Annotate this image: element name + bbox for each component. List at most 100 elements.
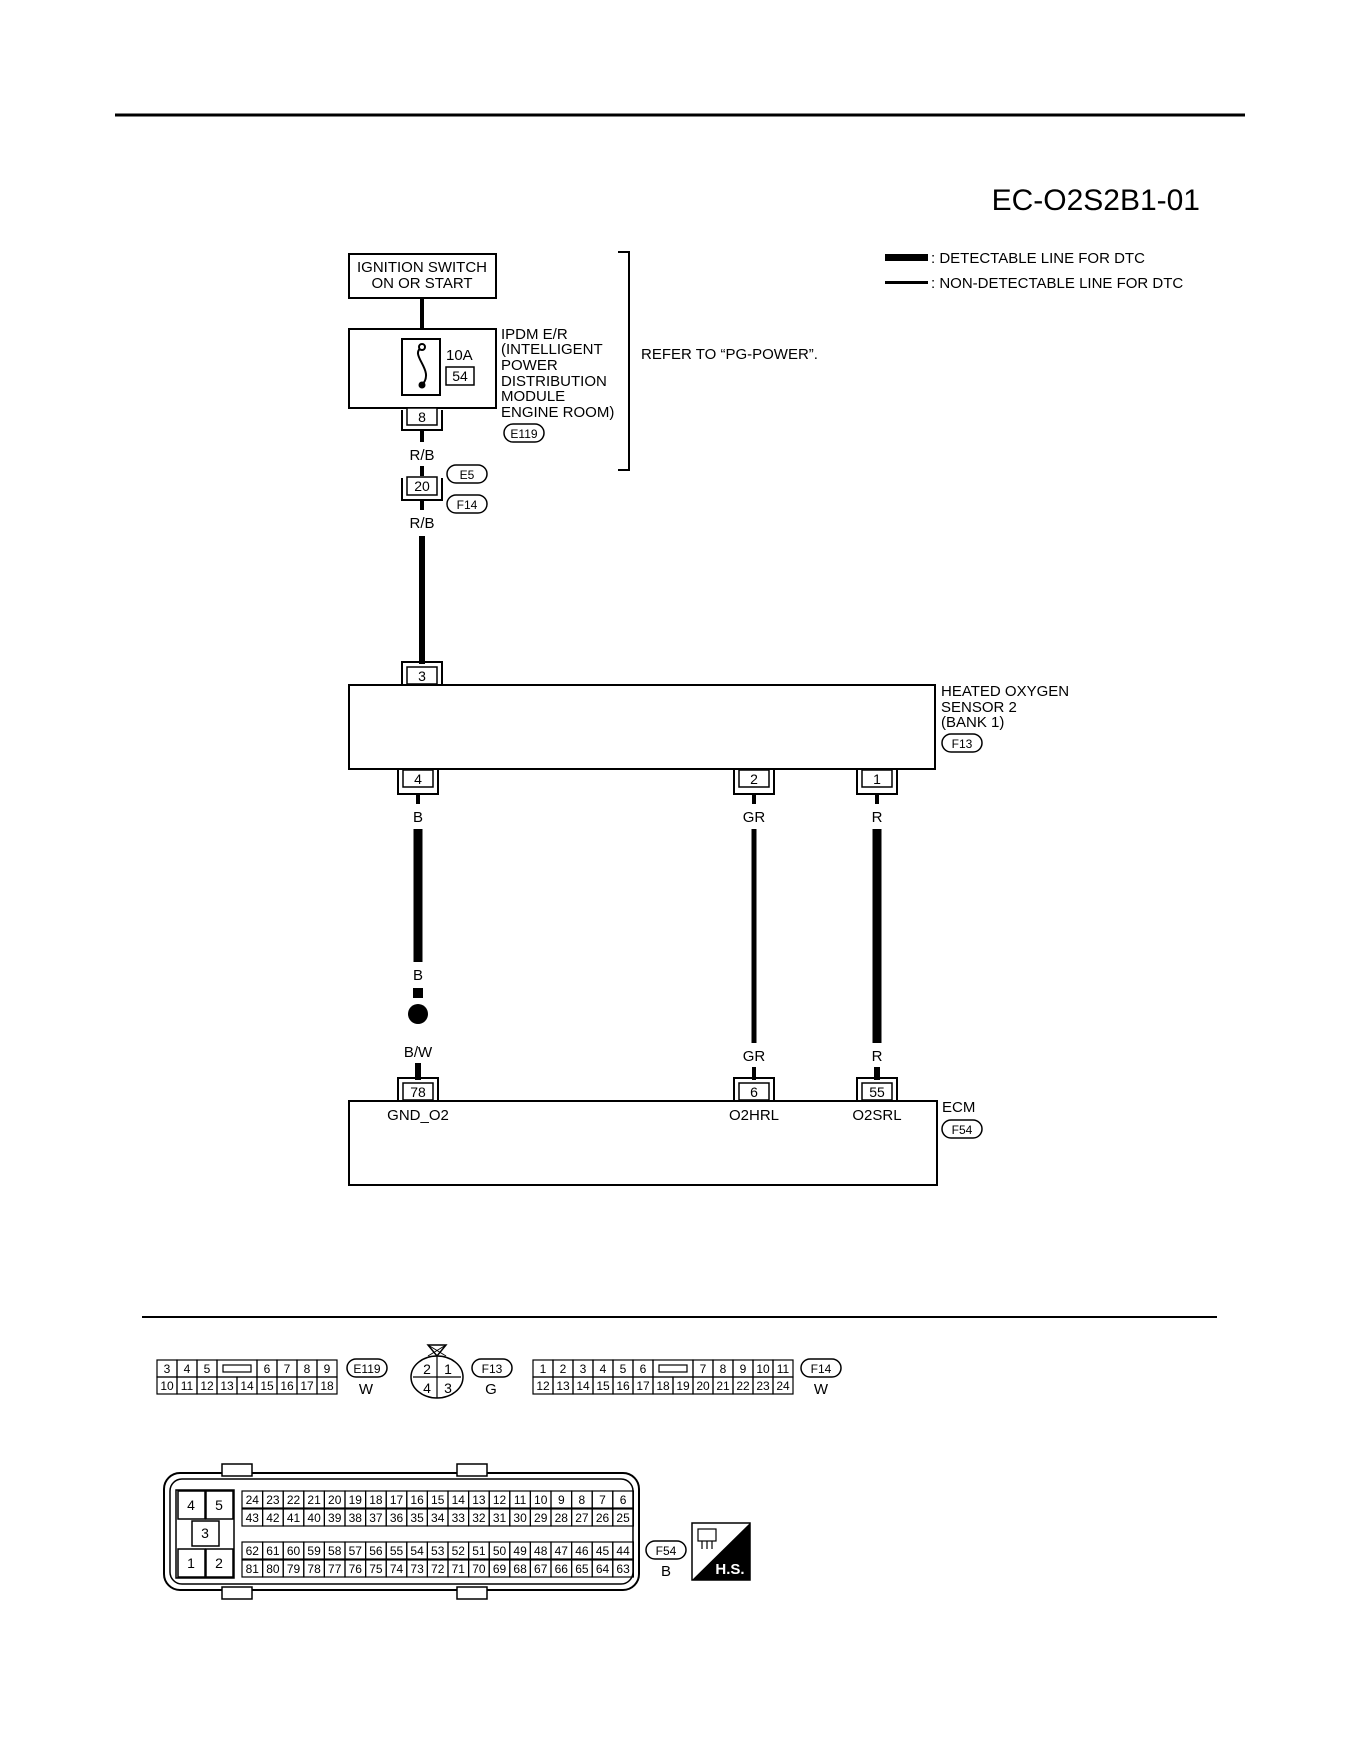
e119-bottom-pin-17: 17: [300, 1379, 314, 1393]
ecm-pin-78: 78: [397, 1077, 439, 1101]
f54-r2-pin-40: 40: [307, 1511, 321, 1525]
diagram-id: EC-O2S2B1-01: [992, 184, 1200, 217]
ipdm-label-6: ENGINE ROOM): [501, 404, 614, 421]
ignition-switch: IGNITION SWITCH ON OR START: [348, 253, 497, 299]
f54-r1-pin-7: 7: [599, 1493, 606, 1507]
f14-color: W: [814, 1381, 829, 1398]
wire-rb-bottom-label: R/B: [409, 515, 434, 532]
f54-r3-pin-52: 52: [452, 1544, 466, 1558]
fuse-number: 54: [452, 368, 468, 384]
fuse-holder: [401, 338, 441, 396]
f54-r3-pin-55: 55: [390, 1544, 404, 1558]
e119-top-pin-4: 4: [184, 1362, 191, 1376]
f14-bottom-pin-24: 24: [776, 1379, 790, 1393]
ipdm-pin: 8: [401, 407, 443, 431]
f54-r1-pin-10: 10: [534, 1493, 548, 1507]
f13-pin-1: 1: [444, 1361, 452, 1377]
sensor-pin-1: 1: [856, 769, 898, 795]
f54-r1-pin-18: 18: [369, 1493, 383, 1507]
f54-r3-pin-47: 47: [555, 1544, 569, 1558]
f54-r4-pin-70: 70: [472, 1562, 486, 1576]
e119-bottom-pin-16: 16: [280, 1379, 294, 1393]
e119-bottom-pin-14: 14: [240, 1379, 254, 1393]
f54-r1-pin-21: 21: [307, 1493, 321, 1507]
sensor-pin-2-number: 2: [750, 771, 758, 787]
f14-bottom-pin-23: 23: [756, 1379, 770, 1393]
f13-pin-4: 4: [423, 1380, 431, 1396]
f14-bottom-pin-13: 13: [556, 1379, 570, 1393]
f54-r1-pin-23: 23: [266, 1493, 280, 1507]
f14-top-pin-6: 6: [640, 1362, 647, 1376]
f14-bottom-pin-20: 20: [696, 1379, 710, 1393]
joint-connector-a: E5: [460, 468, 475, 482]
f54-r2-pin-30: 30: [513, 1511, 527, 1525]
f54-r4-pin-81: 81: [246, 1562, 260, 1576]
ecm-connector-badge: F54: [941, 1119, 983, 1139]
fuse-icon: [416, 346, 428, 386]
ecm-pin-78-number: 78: [410, 1084, 426, 1100]
f54-badge: F54 B: [645, 1540, 687, 1580]
ignition-label-line2: ON OR START: [371, 275, 472, 292]
f54-r4-pin-79: 79: [287, 1562, 301, 1576]
wire-r-top-label: R: [872, 809, 883, 826]
joint-connector: 20 E5 F14: [401, 464, 488, 514]
wire-gr-top-label: GR: [743, 809, 766, 826]
f54-r2-pin-27: 27: [575, 1511, 589, 1525]
f54-r1-pin-14: 14: [452, 1493, 466, 1507]
f14-top-pin-3: 3: [580, 1362, 587, 1376]
f14-bottom-pin-21: 21: [716, 1379, 730, 1393]
f54-pin-3: 3: [201, 1525, 209, 1541]
f54-r2-pin-34: 34: [431, 1511, 445, 1525]
f54-r3-pin-57: 57: [349, 1544, 363, 1558]
f14-bottom-pin-15: 15: [596, 1379, 610, 1393]
f54-r1-pin-16: 16: [410, 1493, 424, 1507]
f14-badge: F14 W: [800, 1358, 842, 1398]
joint-connector-b: F14: [457, 498, 478, 512]
f54-r2-pin-42: 42: [266, 1511, 280, 1525]
f54-r2-pin-36: 36: [390, 1511, 404, 1525]
wire-rb-top-label: R/B: [409, 447, 434, 464]
f54-r2-pin-26: 26: [596, 1511, 610, 1525]
ecm-pin-55: 55: [856, 1077, 898, 1101]
f54-r2-pin-37: 37: [369, 1511, 383, 1525]
f13-badge: F13 G: [471, 1358, 513, 1398]
f54-r3-pin-62: 62: [246, 1544, 260, 1558]
sensor-pin-2: 2: [733, 769, 775, 795]
f54-badge-id: F54: [656, 1544, 677, 1558]
connector-face-f13: 2 1 4 3: [410, 1344, 464, 1399]
wire-r-bottom-label: R: [872, 1048, 883, 1065]
sensor-connector-id: F13: [952, 737, 973, 751]
f54-r1-pin-17: 17: [390, 1493, 404, 1507]
f54-r2-pin-29: 29: [534, 1511, 548, 1525]
legend-non-detectable-label: : NON-DETECTABLE LINE FOR DTC: [931, 275, 1183, 292]
hs-harness-icon: H.S.: [691, 1522, 751, 1581]
f54-r4-pin-64: 64: [596, 1562, 610, 1576]
heated-oxygen-sensor: [348, 684, 936, 770]
fuse-rating: 10A: [446, 347, 473, 364]
f14-bottom-pin-19: 19: [676, 1379, 690, 1393]
f54-r2-pin-32: 32: [472, 1511, 486, 1525]
ipdm-connector-id: E119: [510, 427, 537, 441]
f14-top-pin-1: 1: [540, 1362, 547, 1376]
f54-r4-pin-76: 76: [349, 1562, 363, 1576]
f54-r1-pin-9: 9: [558, 1493, 565, 1507]
f54-r1-pin-11: 11: [514, 1493, 527, 1507]
legend-detectable-label: : DETECTABLE LINE FOR DTC: [931, 250, 1145, 267]
ignition-label-line1: IGNITION SWITCH: [357, 259, 487, 276]
sensor-pin-4-number: 4: [414, 771, 422, 787]
e119-top-pin-3: 3: [164, 1362, 171, 1376]
ipdm-label-5: MODULE: [501, 388, 565, 405]
f54-r4-pin-69: 69: [493, 1562, 507, 1576]
ipdm-pin-number: 8: [418, 409, 426, 425]
wire-gr-bottom-label: GR: [743, 1048, 766, 1065]
e119-bottom-pin-15: 15: [260, 1379, 274, 1393]
f14-top-pin-11: 11: [777, 1362, 790, 1376]
f54-r4-pin-78: 78: [307, 1562, 321, 1576]
f54-r1-pin-24: 24: [246, 1493, 260, 1507]
f13-pin-2: 2: [423, 1361, 431, 1377]
ecm-terminal-o2hrl: O2HRL: [729, 1107, 779, 1124]
f14-bottom-pin-18: 18: [656, 1379, 670, 1393]
f54-r4-pin-71: 71: [452, 1562, 466, 1576]
f54-r4-pin-75: 75: [369, 1562, 383, 1576]
e119-bottom-pin-18: 18: [320, 1379, 334, 1393]
